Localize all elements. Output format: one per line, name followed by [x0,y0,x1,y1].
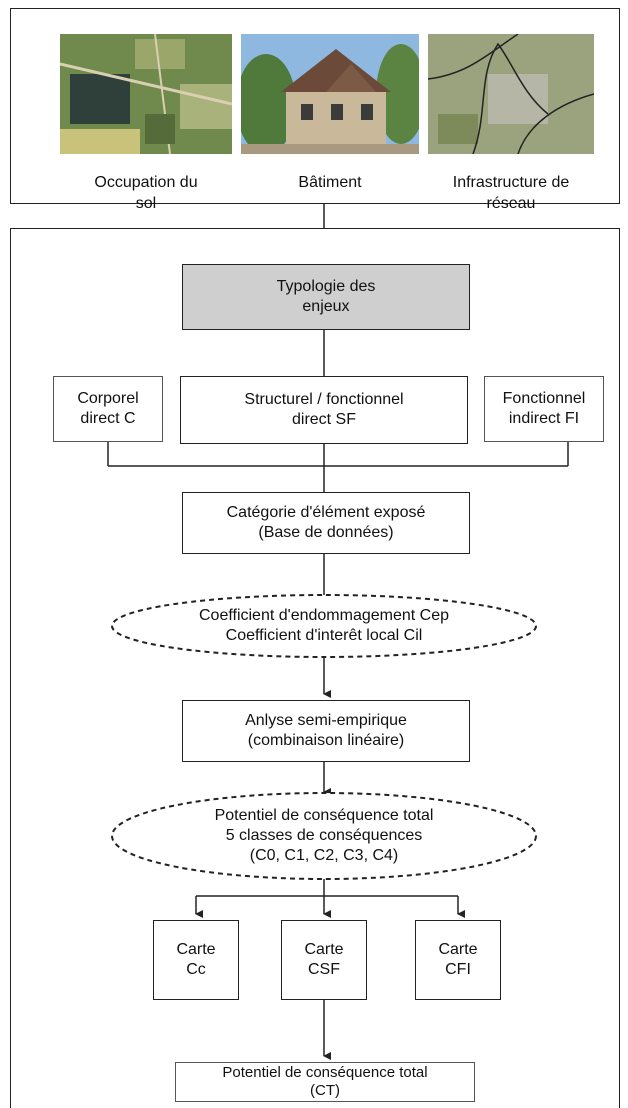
impact-corporel-box: Corporel direct C [53,376,163,442]
map-cc-box: Carte Cc [153,920,239,1000]
coefficients-ellipse [111,594,537,658]
network-map-icon [428,34,594,154]
building-photo [241,34,419,154]
total-box: Potentiel de conséquence total (CT) [175,1062,475,1102]
workflow-frame [10,228,620,1108]
impact-structurel-box: Structurel / fonctionnel direct SF [180,376,468,444]
aerial-land-icon [60,34,232,154]
impact-fonctionnel-box: Fonctionnel indirect FI [484,376,604,442]
building-icon [241,34,419,154]
potential-text: Potentiel de conséquence total 5 classes… [214,807,434,864]
input-label-infrastructure: Infrastructure de réseau [452,174,570,212]
input-label-batiment: Bâtiment [298,174,362,191]
category-box: Catégorie d'élément exposé (Base de donn… [182,492,470,554]
potential-ellipse [111,792,537,880]
network-map-photo [428,34,594,154]
map-csf-box: Carte CSF [281,920,367,1000]
typology-box: Typologie des enjeux [182,264,470,330]
aerial-land-photo [60,34,232,154]
map-cfi-box: Carte CFI [415,920,501,1000]
input-label-occupation: Occupation du sol [94,174,198,212]
coefficients-text: Coefficient d'endommagement Cep Coeffici… [198,607,449,644]
inputs-frame [10,8,620,204]
analysis-box: Anlyse semi-empirique (combinaison linéa… [182,700,470,762]
